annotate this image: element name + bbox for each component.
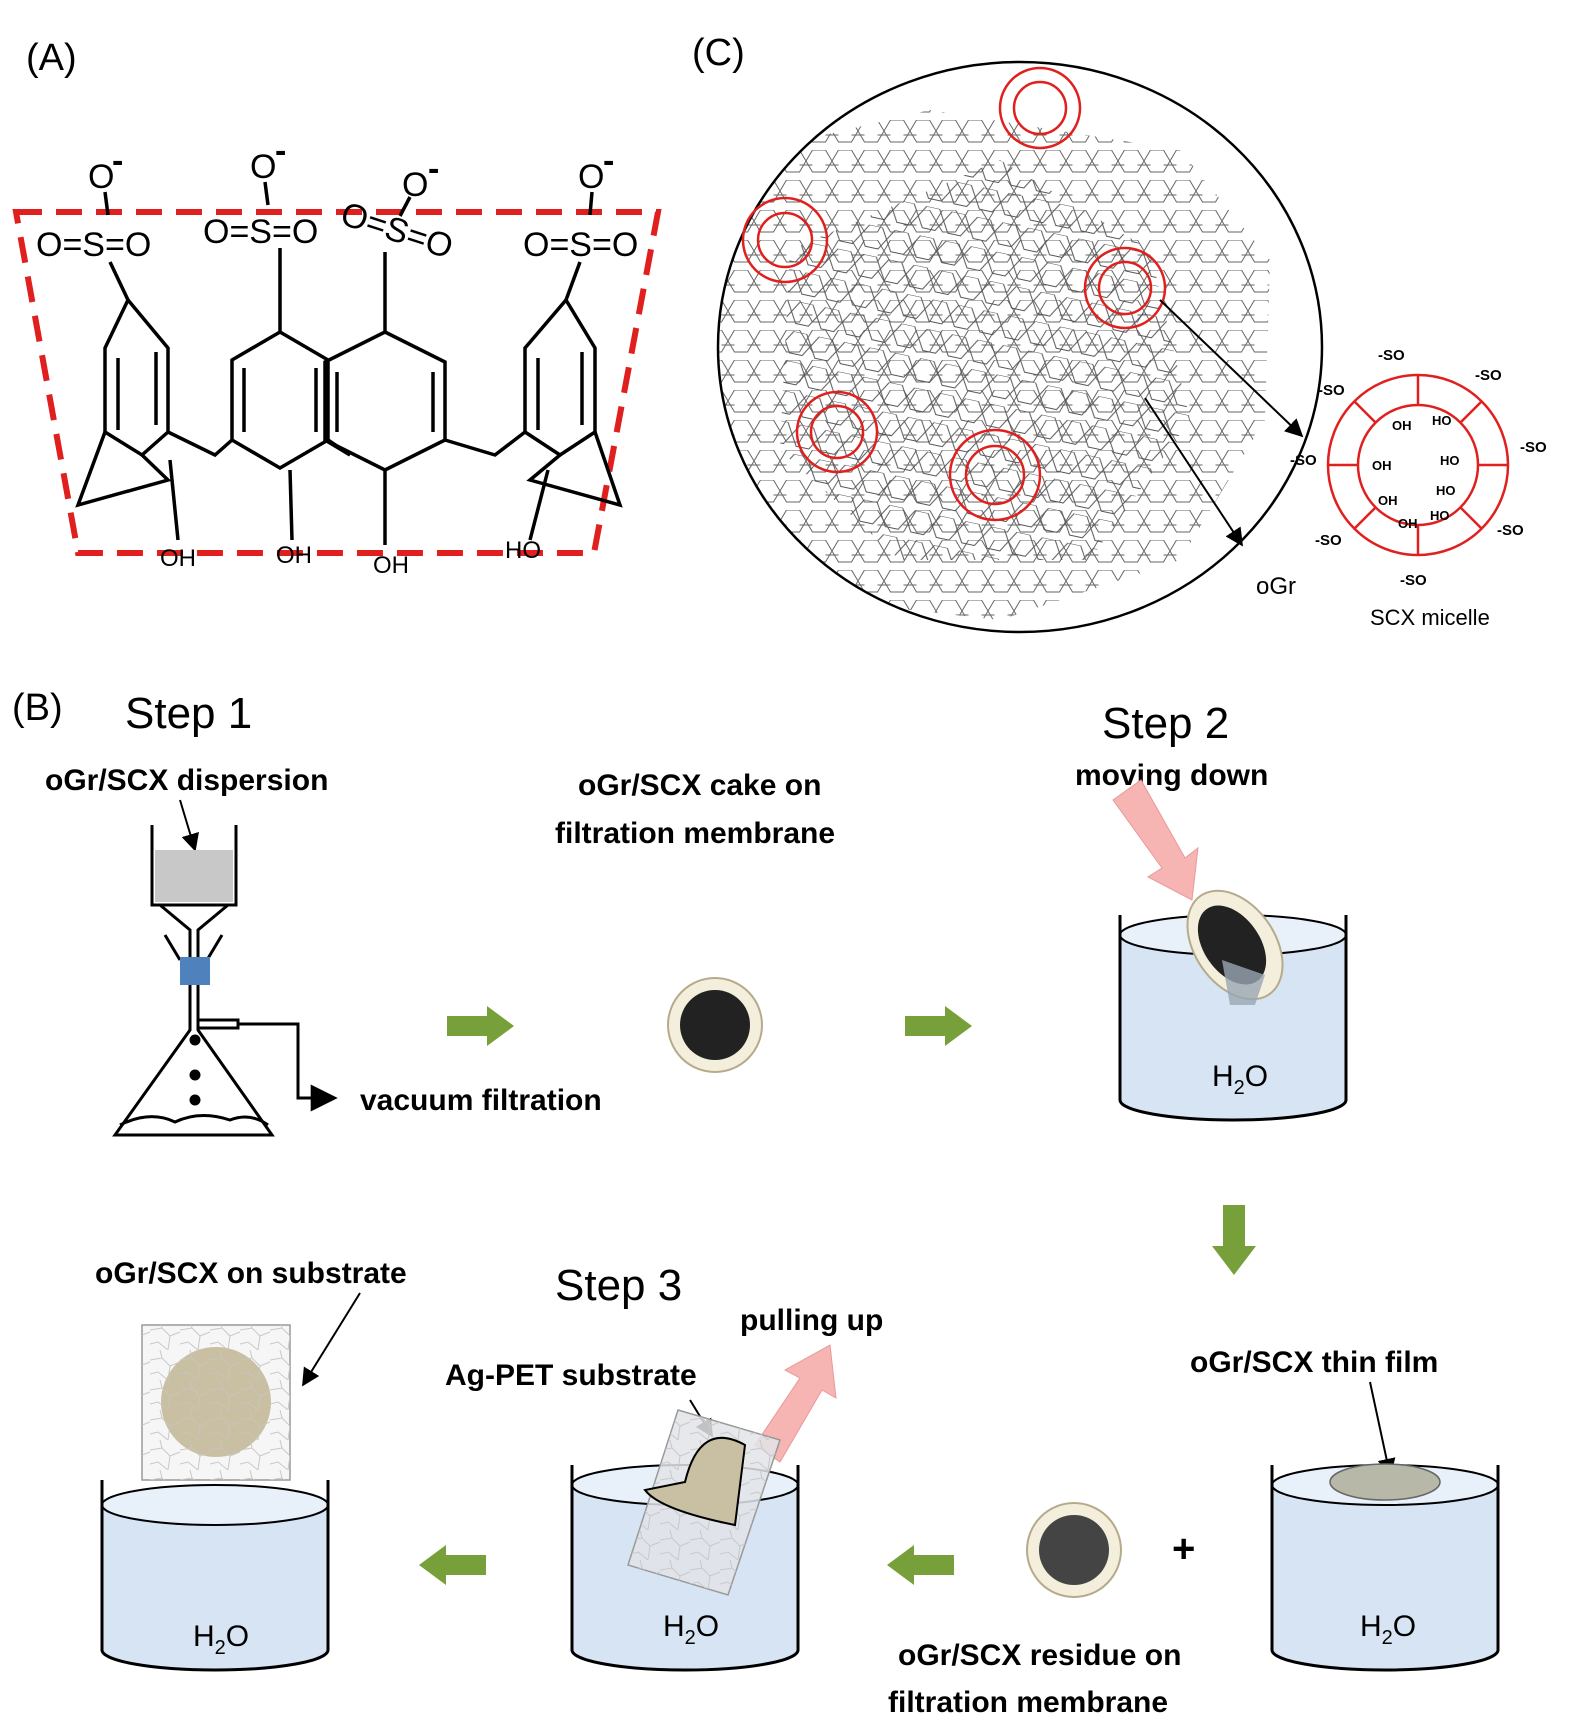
final-substrate xyxy=(141,1324,291,1481)
ogr-label: oGr xyxy=(1256,573,1296,600)
cake-disc xyxy=(680,990,750,1060)
so3-label-3: O=S=O xyxy=(336,195,457,267)
panel-a-label: (A) xyxy=(26,37,77,79)
thin-film-pointer xyxy=(1369,1381,1396,1477)
micelle-so3-5: -SO xyxy=(1400,572,1427,589)
calixarene-skeleton xyxy=(75,181,623,545)
micelle-ho-2: HO xyxy=(1440,453,1460,468)
micelle-so3-2: -SO xyxy=(1475,367,1502,384)
residue-disc xyxy=(1039,1515,1109,1585)
o-minus-3: O xyxy=(402,166,428,204)
micelle-label: SCX micelle xyxy=(1370,605,1490,630)
graphene-sheet-2 xyxy=(780,160,1190,560)
water-label-final: H2O xyxy=(193,1620,249,1659)
panel-b: (B) Step 1 oGr/SCX dispersion vacuum fil… xyxy=(12,687,1500,1719)
micelle-so3-4: -SO xyxy=(1497,522,1524,539)
micelle-so3-3: -SO xyxy=(1520,439,1547,456)
dispersion-pointer xyxy=(179,799,199,852)
on-substrate-pointer xyxy=(302,1292,361,1387)
cake-label-line-2: filtration membrane xyxy=(555,817,835,850)
zoom-circle xyxy=(716,60,1324,634)
panel-c: (C) oGr -SO -SO xyxy=(692,32,1547,634)
water-label-thin-film: H2O xyxy=(1360,1610,1416,1649)
plus-sign: + xyxy=(1172,1527,1195,1571)
minus-sign-1: - xyxy=(112,142,123,180)
residue-label-line-1: oGr/SCX residue on xyxy=(898,1639,1181,1672)
step-2-title: Step 2 xyxy=(1102,699,1229,748)
cake-label-line-1: oGr/SCX cake on xyxy=(578,769,821,802)
oh-label-4: HO xyxy=(505,537,541,564)
ogr-pointer-arrow xyxy=(1144,397,1243,547)
micelle-oh-2: OH xyxy=(1372,458,1392,473)
micelle-pointer-arrow xyxy=(1159,299,1304,438)
vacuum-label: vacuum filtration xyxy=(360,1084,602,1117)
thin-film-label: oGr/SCX thin film xyxy=(1190,1346,1438,1379)
micelle-oh-3: OH xyxy=(1378,493,1398,508)
water-label-step3: H2O xyxy=(663,1610,719,1649)
filtration-apparatus xyxy=(112,825,338,1137)
minus-sign-3: - xyxy=(428,150,439,188)
pink-arrow-up xyxy=(754,1344,837,1463)
micelle-so3-8: -SO xyxy=(1318,382,1345,399)
dispersion-label: oGr/SCX dispersion xyxy=(45,764,328,797)
beaker-step3 xyxy=(570,1409,800,1672)
step-1-title: Step 1 xyxy=(125,689,252,738)
panel-b-label: (B) xyxy=(12,687,63,729)
dashed-trapezoid xyxy=(12,209,662,556)
micelle-ho-3: HO xyxy=(1436,483,1456,498)
panel-a: (A) xyxy=(12,37,662,579)
pulling-up-label: pulling up xyxy=(740,1304,883,1337)
micelle-so3-6: -SO xyxy=(1315,532,1342,549)
o-minus-1: O xyxy=(88,158,114,196)
residue-label-line-2: filtration membrane xyxy=(888,1686,1168,1719)
green-arrow-left-1 xyxy=(887,1545,954,1585)
beaker-step2 xyxy=(1118,889,1348,1122)
green-arrow-2 xyxy=(905,1006,972,1046)
minus-sign-2: - xyxy=(275,132,286,170)
green-arrow-down xyxy=(1212,1205,1256,1275)
micelle-oh-4: OH xyxy=(1398,516,1418,531)
on-substrate-label: oGr/SCX on substrate xyxy=(95,1257,407,1290)
beaker-thin-film xyxy=(1270,1463,1500,1672)
moving-down-label: moving down xyxy=(1075,759,1268,792)
micelles-in-sheet xyxy=(741,66,1167,522)
oh-label-1: OH xyxy=(160,545,196,572)
green-arrow-left-2 xyxy=(419,1545,486,1585)
panel-c-label: (C) xyxy=(692,32,745,74)
so3-label-1: O=S=O xyxy=(36,226,151,264)
beaker-final xyxy=(100,1480,330,1672)
svg-text:H2O: H2O xyxy=(663,1610,719,1649)
oh-label-3: OH xyxy=(373,552,409,579)
svg-text:H2O: H2O xyxy=(1360,1610,1416,1649)
svg-text:H2O: H2O xyxy=(193,1620,249,1659)
scx-micelle: -SO -SO -SO -SO -SO -SO -SO -SO OH OH OH… xyxy=(1290,347,1547,630)
micelle-ho-4: HO xyxy=(1430,508,1450,523)
so3-label-4: O=S=O xyxy=(523,226,638,264)
micelle-so3-7: -SO xyxy=(1290,452,1317,469)
water-label-step2: H2O xyxy=(1212,1060,1268,1099)
green-arrow-1 xyxy=(447,1006,514,1046)
micelle-ho-1: HO xyxy=(1432,413,1452,428)
step-3-title: Step 3 xyxy=(555,1261,682,1310)
micelle-so3-1: -SO xyxy=(1378,347,1405,364)
minus-sign-4: - xyxy=(603,142,614,180)
o-minus-4: O xyxy=(578,158,604,196)
so3-label-2: O=S=O xyxy=(203,213,318,251)
svg-text:H2O: H2O xyxy=(1212,1060,1268,1099)
ag-pet-label: Ag-PET substrate xyxy=(445,1359,697,1392)
oh-label-2: OH xyxy=(276,542,312,569)
o-minus-2: O xyxy=(250,148,276,186)
pink-arrow-down xyxy=(1112,779,1199,901)
micelle-oh-1: OH xyxy=(1392,418,1412,433)
